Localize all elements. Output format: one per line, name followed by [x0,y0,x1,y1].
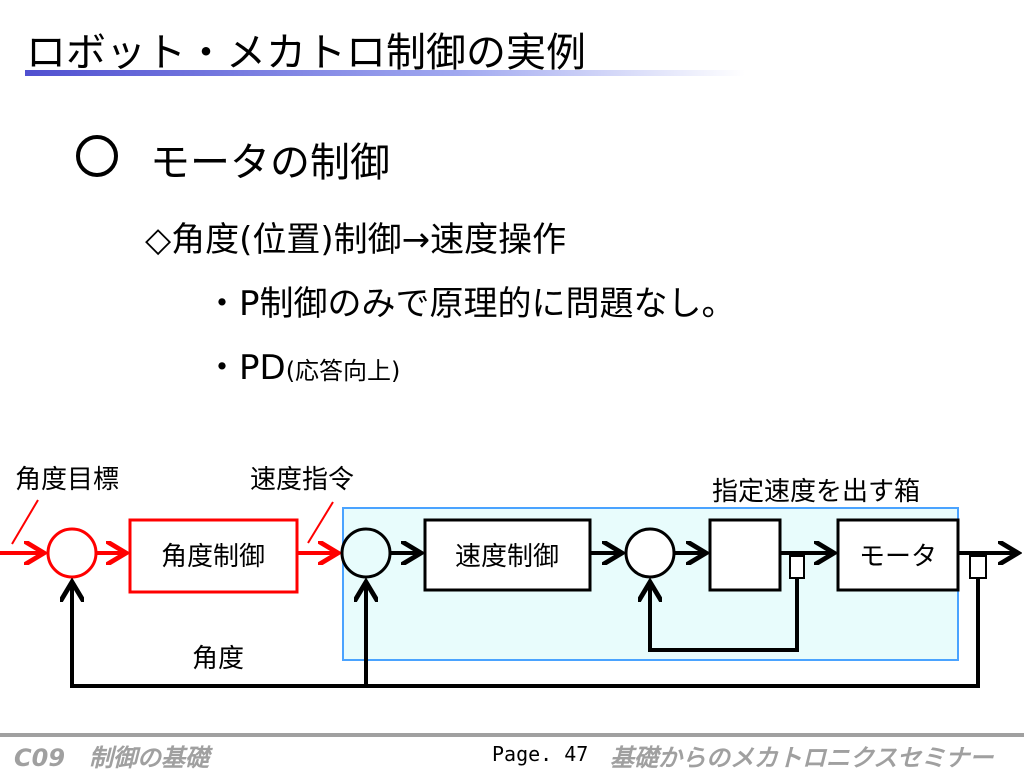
footer-seminar: 基礎からのメカトロニクスセミナー [610,744,994,772]
summing-junction-inner [624,527,676,579]
pointer-line [307,501,334,544]
block-motor-label: モータ [859,542,937,572]
label-angle: 角度 [192,644,244,674]
circle-bullet-icon [76,135,118,177]
block-angle-control-label: 角度制御 [161,542,265,572]
angle-sensor [969,555,987,579]
angle-feedback-line [72,578,980,688]
footer-course: C09 制御の基礎 [14,744,210,772]
footer-divider [0,733,1024,737]
block-motor [836,518,960,592]
slide-title: ロボット・メカトロ制御の実例 [26,30,586,76]
block-speed-control [423,518,592,592]
inner-feedback-line [650,578,799,652]
sub-heading: ◇角度(位置)制御→速度操作 [145,220,567,260]
bullet-p-control: ・P制御のみで原理的に問題なし。 [205,284,736,324]
page-number: Page. 47 [492,742,589,766]
heading: モータの制御 [150,140,390,186]
summing-junction-speed [340,527,392,579]
block-speed-control-label: 速度制御 [455,542,559,572]
summing-junction-angle [46,527,98,579]
block-empty [708,518,782,592]
bullet-pd-control: ・PD(応答向上) [205,340,400,389]
bullet-pd-note: (応答向上) [285,357,401,385]
block-angle-control [128,518,299,594]
bullet-pd-text: ・PD [205,348,286,388]
label-speed-command: 速度指令 [250,465,354,495]
label-speed-box: 指定速度を出す箱 [712,477,920,507]
speed-sensor [789,555,805,579]
pointer-line [11,499,39,545]
label-angle-target: 角度目標 [15,465,119,495]
title-underline [25,70,745,76]
